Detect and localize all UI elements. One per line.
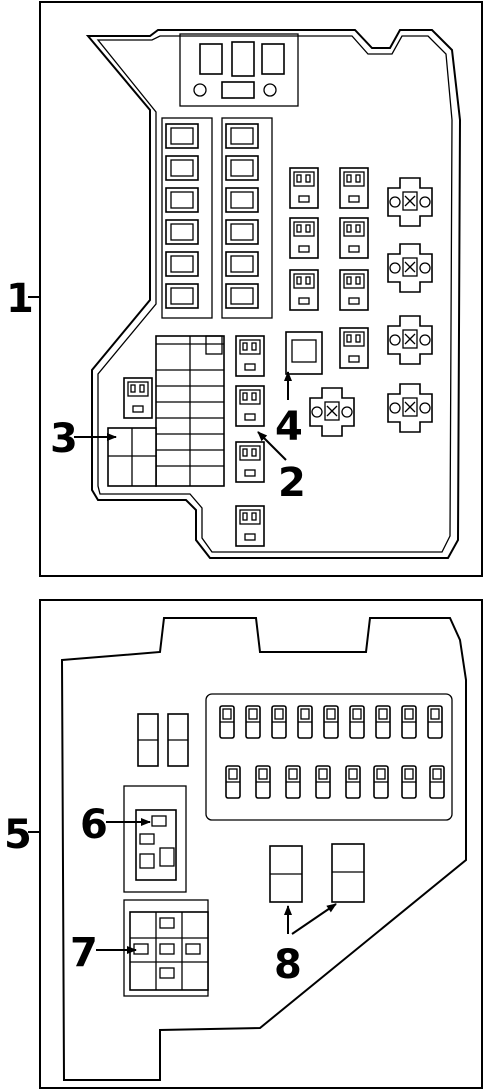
callout-4: 4 bbox=[275, 404, 303, 450]
mini-fuse-bank bbox=[205, 693, 453, 821]
fuse-bank-block bbox=[155, 335, 225, 487]
relay-block-6 bbox=[123, 785, 187, 893]
panel-5-frame bbox=[39, 599, 483, 1089]
callout-6: 6 bbox=[80, 802, 108, 848]
panel-1 bbox=[39, 1, 483, 577]
callout-1: 1 bbox=[6, 276, 34, 322]
maxi-fuse-column-right bbox=[221, 117, 273, 319]
fuse-panel-housing bbox=[60, 617, 467, 1081]
callout-8: 8 bbox=[274, 942, 302, 988]
maxi-fuse-column-left bbox=[161, 117, 213, 319]
callout-5: 5 bbox=[4, 812, 32, 858]
panel-1-frame bbox=[39, 1, 483, 577]
cross-relays bbox=[309, 177, 433, 437]
callout-3: 3 bbox=[50, 416, 78, 462]
fuse-box-housing bbox=[85, 29, 462, 559]
callout-2: 2 bbox=[278, 460, 306, 506]
panel-5 bbox=[39, 599, 483, 1089]
fuse-block-7 bbox=[123, 899, 209, 997]
cartridge-fuses-8 bbox=[269, 843, 365, 903]
callout-7: 7 bbox=[70, 930, 98, 976]
